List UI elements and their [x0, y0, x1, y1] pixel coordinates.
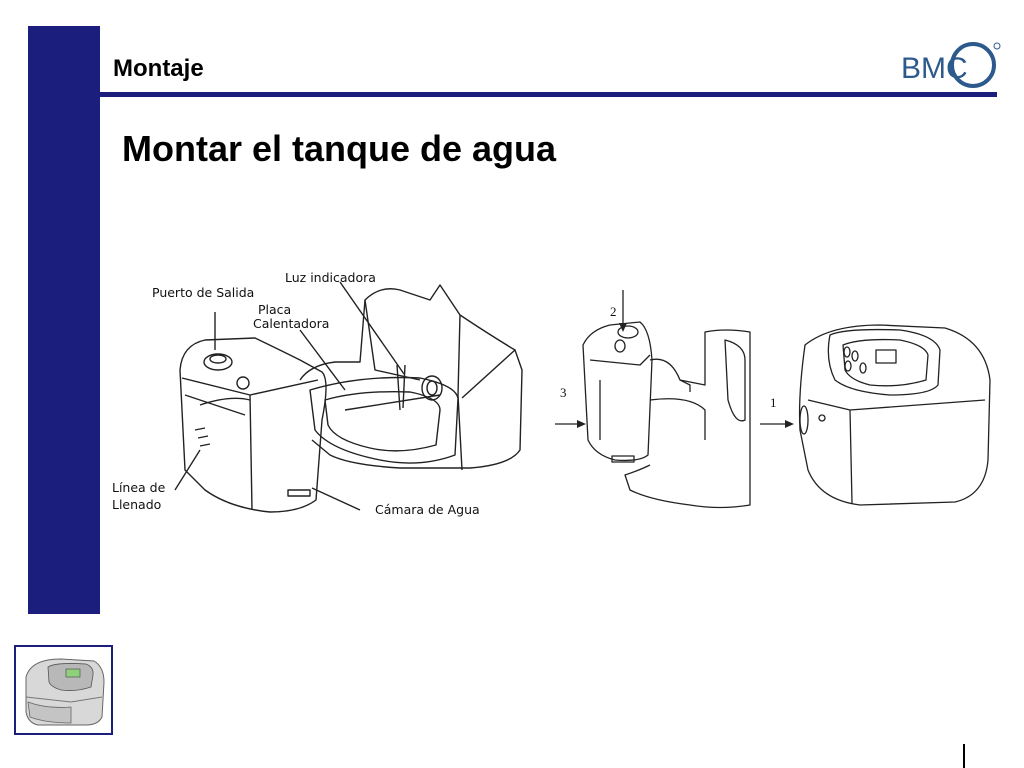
label-water-chamber: Cámara de Agua [375, 502, 480, 517]
section-header: Montaje [113, 55, 204, 82]
water-chamber-body [179, 337, 327, 513]
label-fill-line-2: Llenado [112, 497, 161, 512]
outlet-port [203, 353, 233, 371]
label-outlet-port: Puerto de Salida [152, 285, 254, 300]
header-divider [100, 92, 997, 97]
heater-base [299, 284, 523, 469]
step-label-1: 1 [770, 395, 777, 410]
indicator-light [421, 375, 443, 401]
label-heater-plate-1: Placa [258, 302, 291, 317]
base-unit-side [624, 329, 751, 509]
sidebar-band [28, 26, 100, 614]
page-marker [963, 744, 965, 768]
label-fill-line-1: Línea de [112, 480, 166, 495]
bmc-logo: BMC [901, 42, 1001, 88]
step-label-2: 2 [610, 304, 617, 319]
label-heater-plate-2: Calentadora [253, 316, 329, 331]
label-indicator-light: Luz indicadora [285, 270, 376, 285]
slide-title: Montar el tanque de agua [122, 128, 557, 169]
step-label-3: 3 [560, 385, 567, 400]
insert-chamber [582, 321, 653, 462]
device-thumbnail [14, 645, 113, 735]
